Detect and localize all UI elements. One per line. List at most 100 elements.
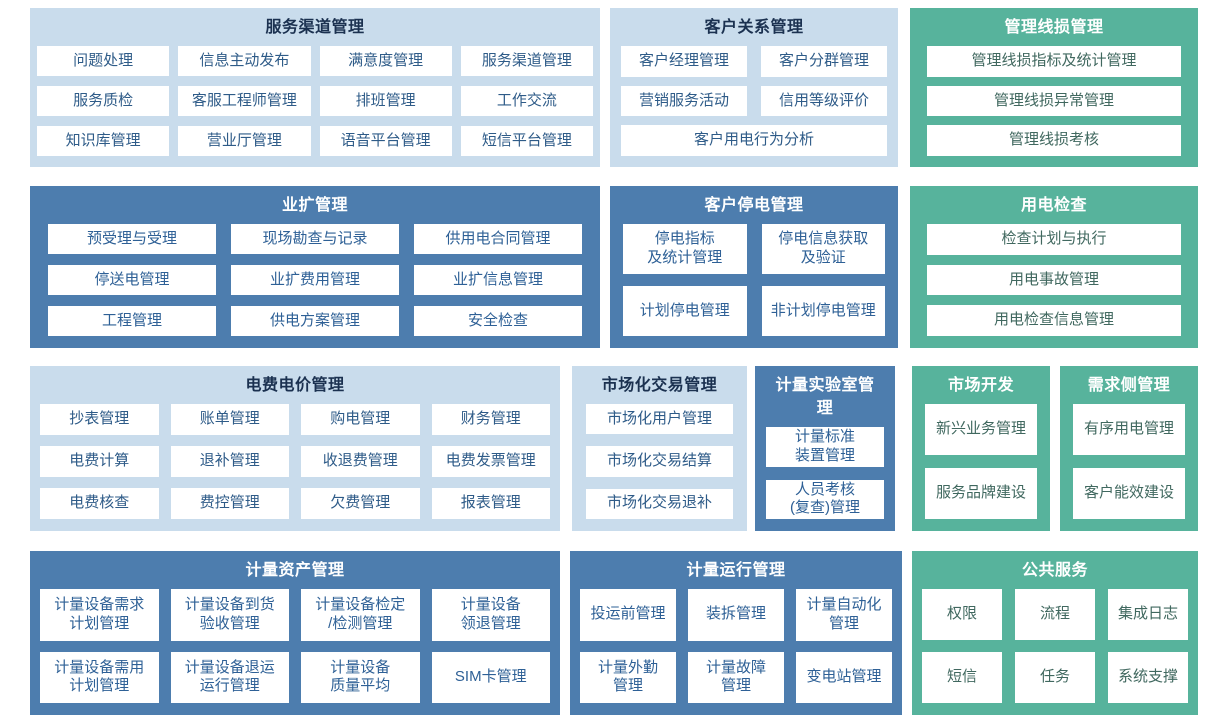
module-tile: 信用等级评价	[761, 85, 887, 117]
module-tile: 供用电合同管理	[414, 224, 582, 254]
module-tile: 市场化用户管理	[586, 404, 733, 435]
module-tile: 用电事故管理	[927, 264, 1181, 296]
module-tile: 检查计划与执行	[927, 224, 1181, 255]
panel-title: 客户停电管理	[704, 197, 804, 214]
panel-metering-lab-mgmt: 计量实验室管理 计量标准 装置管理 人员考核 (复查)管理	[755, 366, 895, 531]
module-tile: 计量故障 管理	[688, 651, 784, 703]
panel-business-expansion-mgmt: 业扩管理 预受理与受理 现场勘查与记录 供用电合同管理 停送电管理 业扩费用管理…	[30, 186, 600, 348]
module-tile: 市场化交易结算	[586, 446, 733, 477]
module-tile: 购电管理	[301, 404, 420, 435]
module-tile: 管理线损考核	[927, 125, 1181, 156]
module-tile: 问题处理	[37, 46, 170, 76]
module-tile: 服务品牌建设	[925, 468, 1037, 519]
module-tile: 计量标准 装置管理	[766, 427, 884, 467]
module-tile: 新兴业务管理	[925, 404, 1037, 455]
module-tile: 工作交流	[460, 86, 593, 116]
module-tile: 退补管理	[170, 446, 289, 477]
module-tile: 预受理与受理	[48, 224, 216, 254]
module-tile: 信息主动发布	[178, 46, 311, 76]
module-tile: 服务渠道管理	[460, 46, 593, 76]
module-tile: 满意度管理	[319, 46, 452, 76]
module-tile: 有序用电管理	[1073, 404, 1185, 455]
module-tile: 流程	[1015, 589, 1095, 640]
module-tile: 业扩信息管理	[414, 265, 582, 295]
module-tile: 语音平台管理	[319, 126, 452, 156]
module-tile: 报表管理	[431, 488, 550, 519]
panel-title: 服务渠道管理	[265, 19, 365, 36]
panel-market-development: 市场开发 新兴业务管理 服务品牌建设	[912, 366, 1050, 531]
panel-title: 客户关系管理	[704, 19, 804, 36]
module-tile: 客服工程师管理	[178, 86, 311, 116]
module-tile: 营销服务活动	[621, 85, 747, 117]
module-tile: 业扩费用管理	[231, 265, 399, 295]
panel-metering-operation-mgmt: 计量运行管理 投运前管理 装拆管理 计量自动化 管理 计量外勤 管理 计量故障 …	[570, 551, 902, 715]
module-tile: 非计划停电管理	[761, 286, 885, 336]
panel-public-services: 公共服务 权限 流程 集成日志 短信 任务 系统支撑	[912, 551, 1198, 715]
module-tile: 安全检查	[414, 306, 582, 336]
module-tile: 变电站管理	[796, 651, 892, 703]
module-tile: 集成日志	[1108, 589, 1188, 640]
module-tile: 供电方案管理	[231, 306, 399, 336]
module-tile: 费控管理	[170, 488, 289, 519]
panel-market-trading-mgmt: 市场化交易管理 市场化用户管理 市场化交易结算 市场化交易退补	[572, 366, 747, 531]
panel-title: 市场化交易管理	[601, 377, 718, 394]
module-tile: 工程管理	[48, 306, 216, 336]
module-tile: 营业厅管理	[178, 126, 311, 156]
module-tile: 计量设备检定 /检测管理	[301, 589, 420, 641]
module-tile: 短信平台管理	[460, 126, 593, 156]
module-tile: 财务管理	[431, 404, 550, 435]
panel-title: 公共服务	[1021, 562, 1088, 579]
module-tile: 短信	[922, 652, 1002, 703]
module-tile: 计量设备需用 计划管理	[40, 651, 159, 703]
module-tile: 停电信息获取 及验证	[761, 224, 885, 274]
module-tile: 计量设备 领退管理	[431, 589, 550, 641]
panel-title: 计量资产管理	[245, 562, 345, 579]
panel-metering-asset-mgmt: 计量资产管理 计量设备需求 计划管理 计量设备到货 验收管理 计量设备检定 /检…	[30, 551, 560, 715]
module-tile: 计量设备退运 运行管理	[170, 651, 289, 703]
module-tile: 装拆管理	[688, 589, 784, 641]
panel-title: 计量实验室管理	[775, 377, 875, 417]
module-tile: 市场化交易退补	[586, 488, 733, 519]
panel-power-use-inspection: 用电检查 检查计划与执行 用电事故管理 用电检查信息管理	[910, 186, 1198, 348]
module-tile: 收退费管理	[301, 446, 420, 477]
module-tile: 计划停电管理	[623, 286, 747, 336]
module-tile: 现场勘查与记录	[231, 224, 399, 254]
panel-customer-relationship-mgmt: 客户关系管理 客户经理管理 客户分群管理 营销服务活动 信用等级评价 客户用电行…	[610, 8, 898, 167]
module-tile: 任务	[1015, 652, 1095, 703]
module-tile: 用电检查信息管理	[927, 305, 1181, 336]
module-tile: 客户经理管理	[621, 46, 747, 77]
module-tile: 客户能效建设	[1073, 468, 1185, 519]
module-tile: 客户用电行为分析	[621, 125, 887, 156]
module-tile: 排班管理	[319, 86, 452, 116]
module-tile: 计量自动化 管理	[796, 589, 892, 641]
module-tile: 计量设备需求 计划管理	[40, 589, 159, 641]
module-tile: SIM卡管理	[431, 651, 550, 703]
module-tile: 账单管理	[170, 404, 289, 435]
module-tile: 电费发票管理	[431, 446, 550, 477]
module-tile: 停电指标 及统计管理	[623, 224, 747, 274]
panel-demand-side-mgmt: 需求侧管理 有序用电管理 客户能效建设	[1060, 366, 1198, 531]
module-tile: 知识库管理	[37, 126, 170, 156]
panel-tariff-billing-mgmt: 电费电价管理 抄表管理 账单管理 购电管理 财务管理 电费计算 退补管理 收退费…	[30, 366, 560, 531]
panel-title: 用电检查	[1020, 197, 1087, 214]
panel-customer-outage-mgmt: 客户停电管理 停电指标 及统计管理 停电信息获取 及验证 计划停电管理 非计划停…	[610, 186, 898, 348]
panel-service-channel-mgmt: 服务渠道管理 问题处理 信息主动发布 满意度管理 服务渠道管理 服务质检 客服工…	[30, 8, 600, 167]
panel-title: 计量运行管理	[686, 562, 786, 579]
module-tile: 人员考核 (复查)管理	[766, 479, 884, 519]
panel-title: 电费电价管理	[245, 377, 345, 394]
panel-title: 业扩管理	[281, 197, 348, 214]
module-tile: 电费核查	[40, 488, 159, 519]
module-tile: 欠费管理	[301, 488, 420, 519]
module-tile: 系统支撑	[1108, 652, 1188, 703]
module-tile: 客户分群管理	[761, 46, 887, 77]
module-tile: 权限	[922, 589, 1002, 640]
module-tile: 电费计算	[40, 446, 159, 477]
module-tile: 管理线损异常管理	[927, 85, 1181, 117]
module-tile: 投运前管理	[580, 589, 676, 641]
module-tile: 停送电管理	[48, 265, 216, 295]
panel-line-loss-mgmt: 管理线损管理 管理线损指标及统计管理 管理线损异常管理 管理线损考核	[910, 8, 1198, 167]
module-tile: 服务质检	[37, 86, 170, 116]
panel-title: 管理线损管理	[1004, 19, 1104, 36]
module-tile: 管理线损指标及统计管理	[927, 46, 1181, 77]
